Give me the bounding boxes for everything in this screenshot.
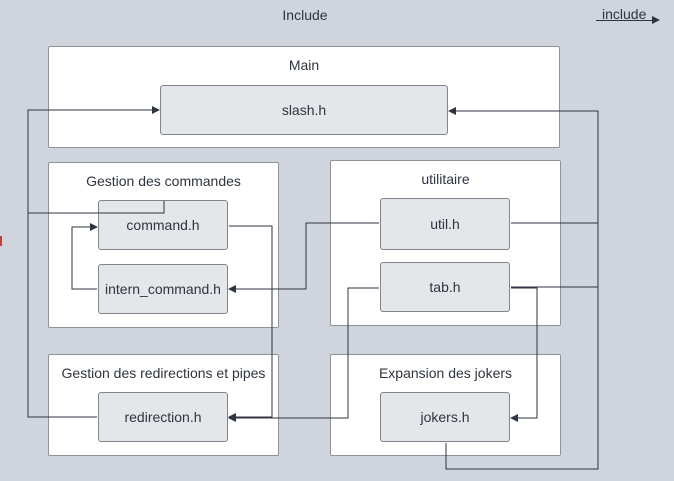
legend-arrow-head-icon <box>652 16 660 24</box>
group-redirections-title: Gestion des redirections et pipes <box>61 365 266 381</box>
file-redirection[interactable]: redirection.h <box>98 392 228 442</box>
diagram-title: Include <box>282 7 328 23</box>
group-utils-title: utilitaire <box>421 171 470 187</box>
group-main-title: Main <box>288 57 320 73</box>
legend: include <box>596 6 660 24</box>
file-intern-command[interactable]: intern_command.h <box>98 264 228 314</box>
group-jokers-title: Expansion des jokers <box>378 365 513 381</box>
legend-arrow-line <box>596 20 658 21</box>
edge-marker <box>0 236 2 246</box>
file-jokers[interactable]: jokers.h <box>380 392 510 442</box>
file-util[interactable]: util.h <box>380 198 510 250</box>
file-tab[interactable]: tab.h <box>380 262 510 312</box>
file-command[interactable]: command.h <box>98 200 228 250</box>
group-commands-title: Gestion des commandes <box>86 173 241 189</box>
legend-label: include <box>602 6 647 22</box>
file-slash[interactable]: slash.h <box>160 85 448 135</box>
